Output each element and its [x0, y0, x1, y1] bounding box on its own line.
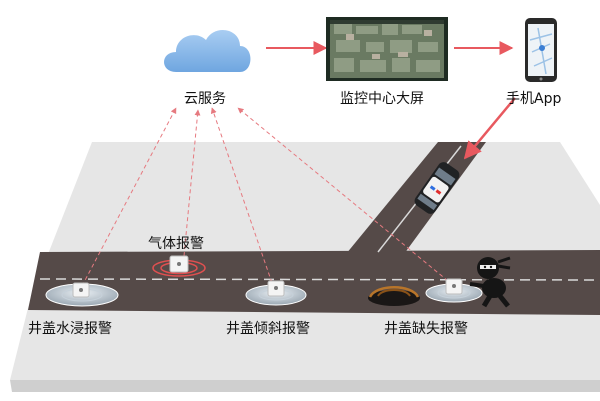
- monitor-screen-icon: [326, 17, 448, 81]
- phone-label: 手机App: [506, 91, 562, 107]
- sensor-uplinks: [81, 107, 449, 287]
- thief-ninja-icon: [469, 256, 511, 308]
- open-manhole-icon: [368, 286, 420, 306]
- monitor-label: 监控中心大屏: [340, 91, 424, 107]
- ground-edge: [10, 380, 600, 392]
- manhole-water-sensor-icon: [45, 282, 119, 307]
- missing-sensor-label: 井盖缺失报警: [384, 321, 468, 337]
- arrow-phone-to-police: [463, 97, 516, 160]
- police-car-icon: [414, 162, 460, 214]
- main-road: [28, 250, 600, 315]
- cloud-icon: [164, 29, 251, 72]
- manhole-missing-sensor-icon: [425, 278, 483, 303]
- gas-sensor-label: 气体报警: [148, 236, 204, 252]
- water-sensor-label: 井盖水浸报警: [28, 321, 112, 337]
- lane-line-main: [39, 278, 600, 281]
- tilt-sensor-label: 井盖倾斜报警: [226, 321, 310, 337]
- cloud-label: 云服务: [184, 91, 226, 107]
- gas-sensor-icon: [152, 255, 206, 277]
- smartphone-icon: [525, 18, 557, 82]
- manhole-tilt-sensor-icon: [245, 280, 307, 306]
